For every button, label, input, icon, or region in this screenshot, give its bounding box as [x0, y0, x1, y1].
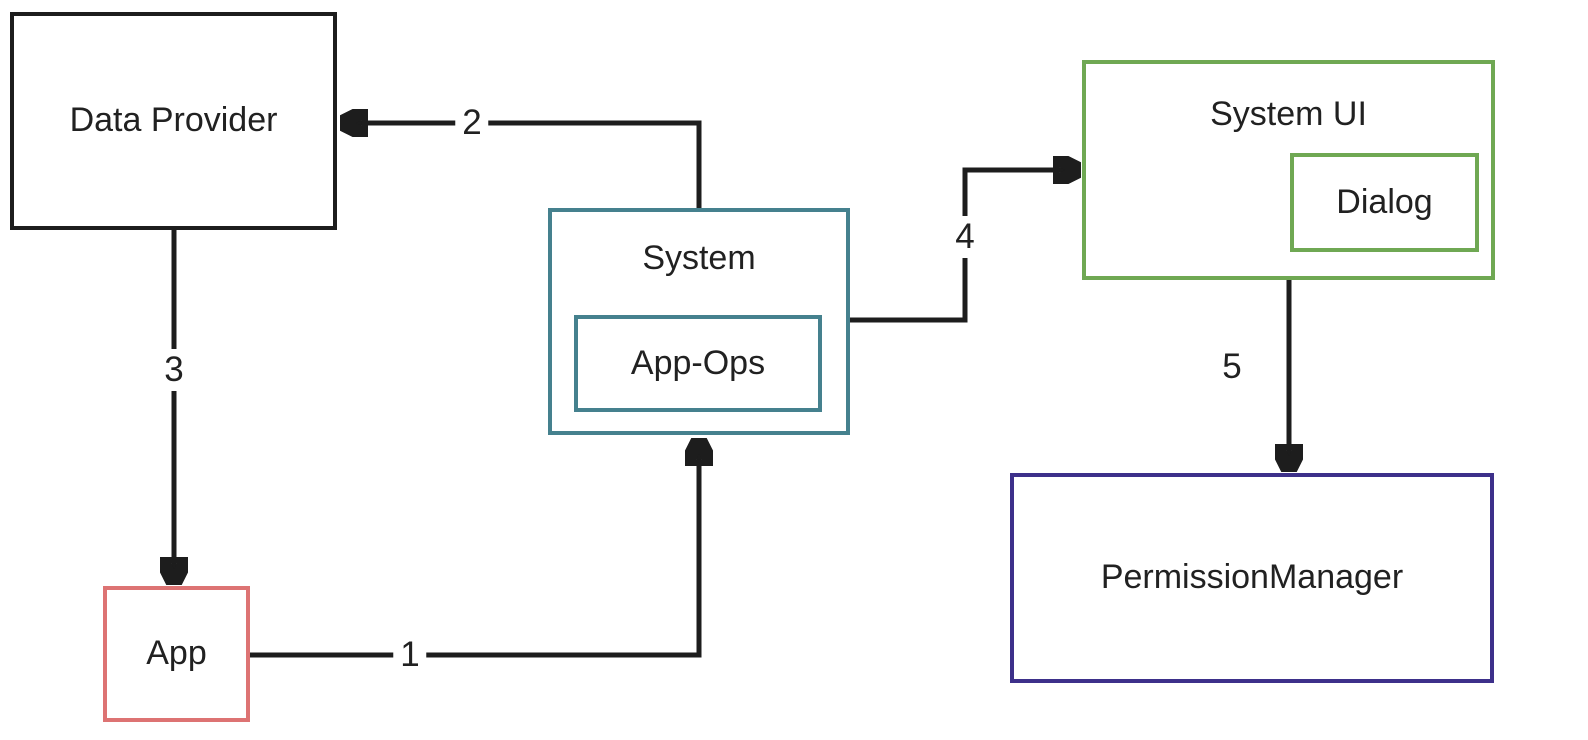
edge-label-5: 5 [1215, 346, 1249, 388]
node-system-ui: System UI Dialog [1082, 60, 1495, 280]
node-system-label: System [642, 239, 756, 277]
node-permission-manager: PermissionManager [1010, 473, 1494, 683]
node-app-ops-label: App-Ops [630, 343, 766, 382]
node-data-provider: Data Provider [10, 12, 337, 230]
node-system: System App-Ops [548, 208, 850, 435]
edge-2-system-to-data-provider [343, 123, 702, 210]
node-data-provider-label: Data Provider [69, 101, 278, 140]
edge-1-app-to-system [250, 441, 699, 658]
edge-label-4: 4 [948, 216, 982, 258]
node-app-label: App [146, 634, 207, 673]
edge-label-2: 2 [455, 102, 489, 144]
node-app: App [103, 586, 250, 722]
node-system-ui-label: System UI [1210, 95, 1367, 133]
node-dialog-label: Dialog [1336, 182, 1433, 221]
node-app-ops: App-Ops [574, 315, 822, 412]
node-permission-manager-label: PermissionManager [1100, 558, 1404, 597]
edge-label-1: 1 [393, 634, 427, 676]
edge-label-3: 3 [157, 349, 191, 391]
node-dialog: Dialog [1290, 153, 1479, 252]
